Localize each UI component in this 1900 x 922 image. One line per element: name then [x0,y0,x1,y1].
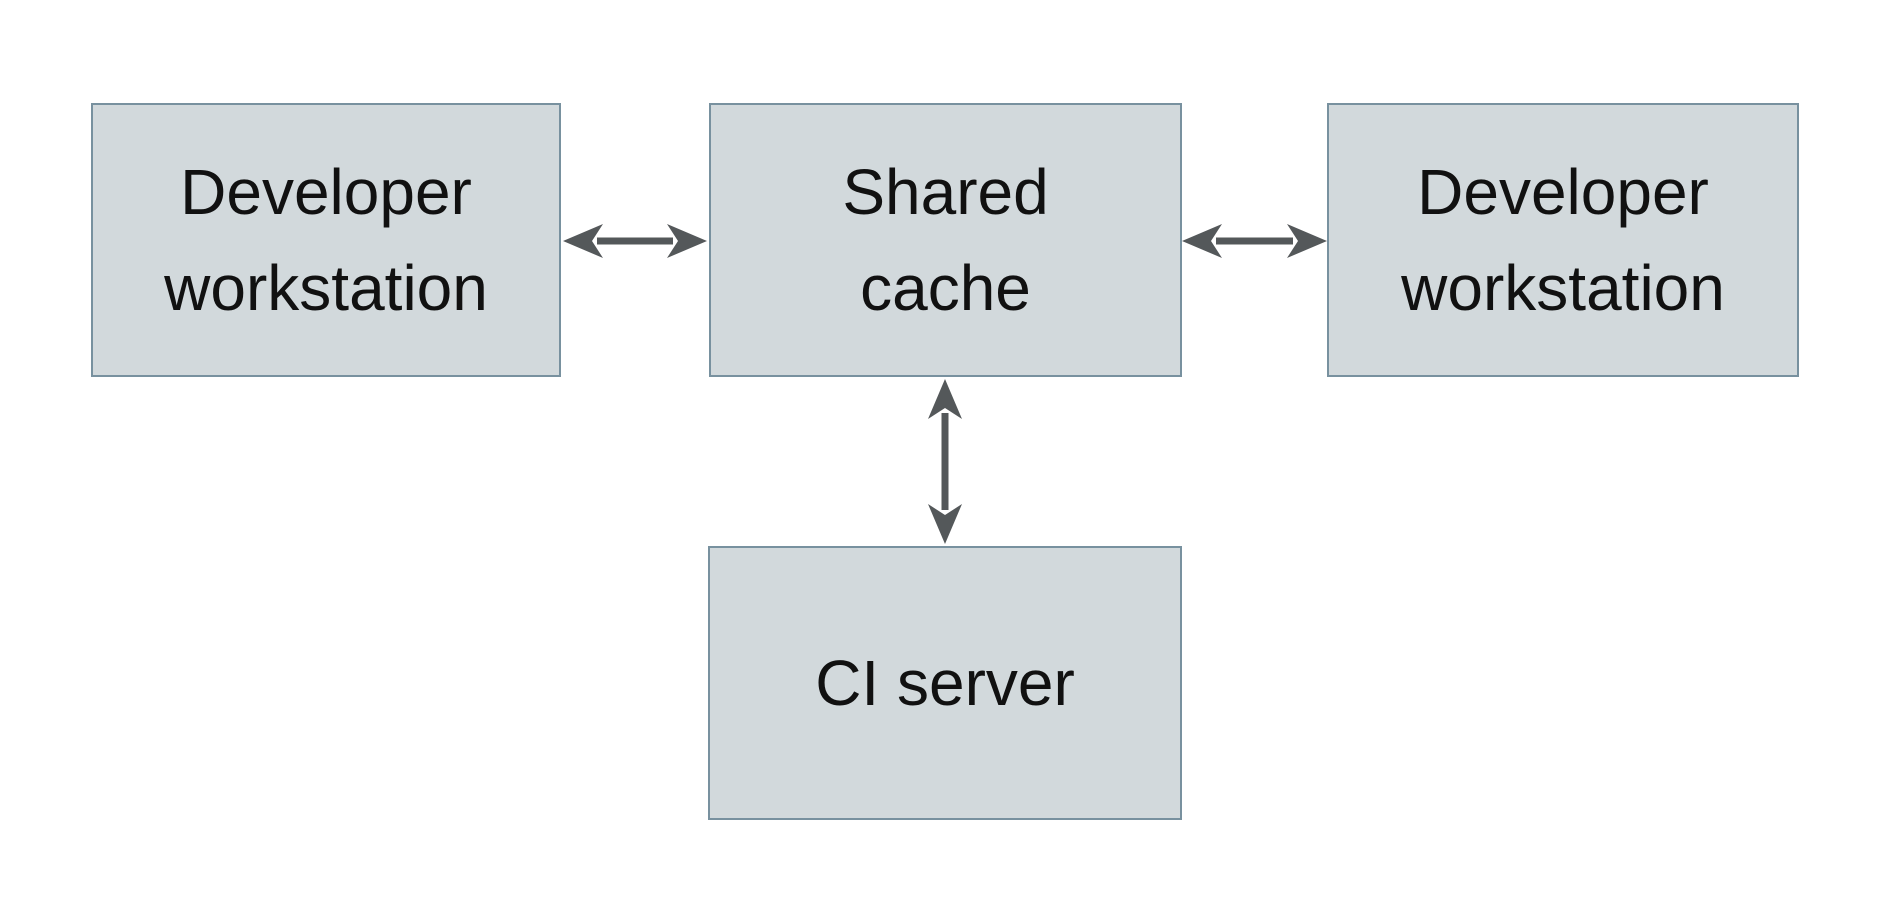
bidirectional-arrow-icon-left-cache [563,224,707,258]
node-label-ci-server: CI server [815,647,1075,719]
node-ci-server: CI server [708,546,1182,820]
node-label-developer-workstation-right: Developer workstation [1401,156,1725,324]
node-developer-workstation-right: Developer workstation [1327,103,1799,377]
node-developer-workstation-left: Developer workstation [91,103,561,377]
node-label-developer-workstation-left: Developer workstation [164,156,488,324]
node-shared-cache: Shared cache [709,103,1182,377]
bidirectional-arrow-icon-cache-right [1182,224,1327,258]
bidirectional-arrow-icon-cache-ci [928,379,962,544]
node-label-shared-cache: Shared cache [842,156,1049,324]
